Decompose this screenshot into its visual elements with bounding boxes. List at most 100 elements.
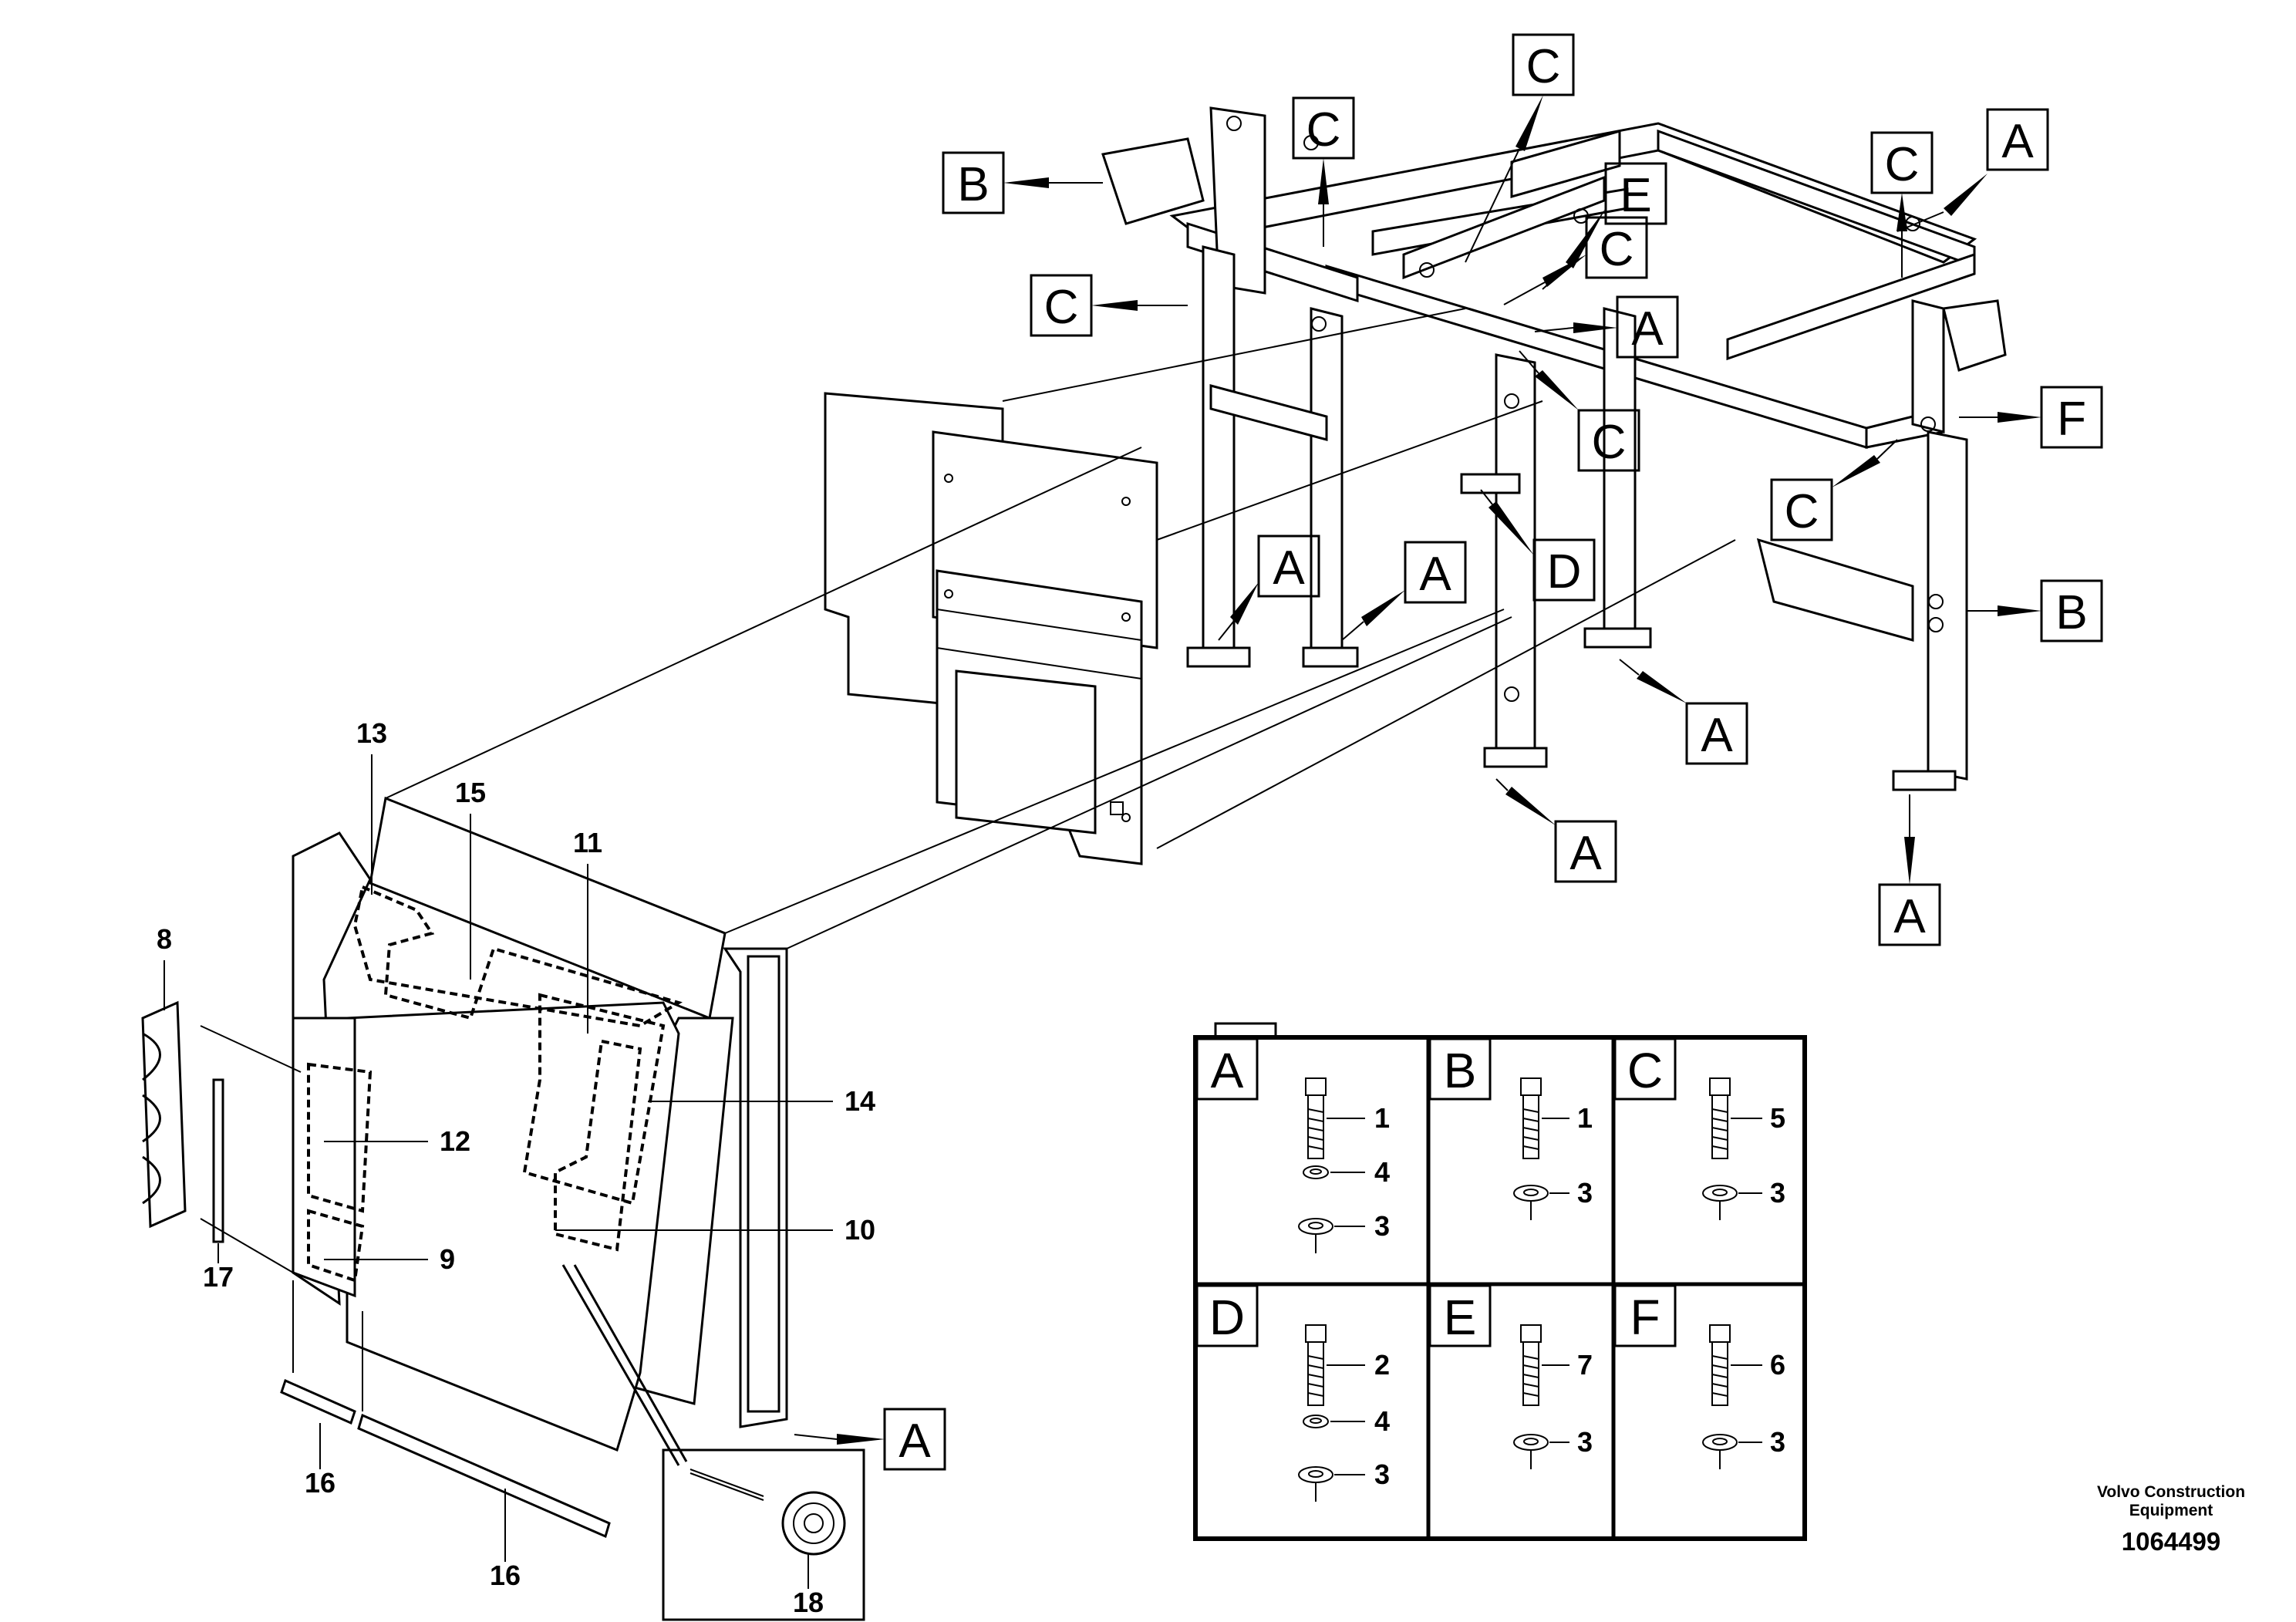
svg-text:B: B <box>2055 586 2087 639</box>
svg-text:4: 4 <box>1374 1405 1390 1437</box>
callouts: 8 9 10 11 12 13 14 15 <box>157 717 875 1618</box>
svg-text:A: A <box>1701 709 1733 762</box>
tag-e: E <box>1542 162 1667 290</box>
callout-12: 12 <box>324 1125 470 1157</box>
svg-text:3: 3 <box>1374 1458 1390 1490</box>
tag-c: C <box>1030 274 1188 337</box>
callout-label: 10 <box>845 1214 875 1246</box>
svg-text:A: A <box>1211 1043 1244 1098</box>
svg-text:A: A <box>1631 302 1664 356</box>
svg-text:C: C <box>1306 103 1341 157</box>
tag-a: A <box>1878 794 1941 946</box>
callout-13: 13 <box>356 717 387 895</box>
drawing-number: 1064499 <box>2121 1527 2221 1556</box>
svg-text:C: C <box>1044 281 1079 334</box>
svg-text:2: 2 <box>1374 1349 1390 1381</box>
callout-label: 14 <box>845 1085 875 1117</box>
callout-label: 16 <box>490 1560 521 1591</box>
kit-a: A 1 4 3 <box>1195 1037 1390 1253</box>
svg-text:F: F <box>2057 393 2086 446</box>
callout-label: 13 <box>356 717 387 749</box>
callout-label: 17 <box>203 1261 234 1293</box>
tag-c: C <box>1292 96 1355 247</box>
kit-b: B 1 3 <box>1428 1037 1593 1220</box>
tag-c: C <box>1465 33 1575 263</box>
callout-label: 9 <box>440 1243 455 1275</box>
svg-text:3: 3 <box>1577 1177 1593 1209</box>
tag-a: A <box>1619 659 1748 765</box>
svg-text:1: 1 <box>1577 1102 1593 1134</box>
tag-c: C <box>1770 439 1898 541</box>
callout-10: 10 <box>555 1214 875 1246</box>
svg-text:F: F <box>1630 1290 1660 1345</box>
back-panel-assembly <box>824 392 1158 865</box>
svg-text:1: 1 <box>1374 1102 1390 1134</box>
svg-text:D: D <box>1547 545 1582 599</box>
tag-c: C <box>1519 350 1640 472</box>
callout-label: 12 <box>440 1125 470 1157</box>
svg-text:E: E <box>1620 169 1651 222</box>
svg-text:C: C <box>1627 1043 1663 1098</box>
svg-text:3: 3 <box>1770 1426 1785 1458</box>
svg-text:A: A <box>899 1415 931 1468</box>
tag-a: A <box>1495 778 1617 883</box>
brand-name: Volvo Construction Equipment <box>2096 1483 2246 1519</box>
svg-text:7: 7 <box>1577 1349 1593 1381</box>
svg-text:4: 4 <box>1374 1156 1390 1188</box>
svg-text:C: C <box>1526 40 1561 93</box>
tag-b: B <box>942 151 1103 214</box>
callout-11: 11 <box>573 827 602 1034</box>
svg-text:3: 3 <box>1374 1210 1390 1242</box>
svg-text:5: 5 <box>1770 1102 1785 1134</box>
tag-a: A <box>1534 295 1679 359</box>
tag-c: C <box>1870 131 1934 278</box>
callout-16-right: 16 <box>490 1489 521 1591</box>
callout-17: 17 <box>203 1243 234 1293</box>
svg-text:E: E <box>1444 1290 1477 1345</box>
tag-a: A <box>1896 108 2049 232</box>
kit-d: D 2 4 3 <box>1195 1284 1390 1502</box>
callout-label: 16 <box>305 1467 335 1499</box>
svg-text:6: 6 <box>1770 1349 1785 1381</box>
svg-text:C: C <box>1592 416 1627 469</box>
tag-a: A <box>794 1408 946 1471</box>
svg-text:C: C <box>1785 485 1819 538</box>
svg-text:A: A <box>2001 115 2034 168</box>
canopy-frame <box>1101 106 2007 791</box>
svg-text:C: C <box>1885 138 1920 191</box>
callout-label: 15 <box>455 777 486 808</box>
svg-text:A: A <box>1893 890 1926 943</box>
kit-tags: A A A A A A <box>794 33 2103 1471</box>
callout-label: 11 <box>573 827 602 858</box>
svg-text:A: A <box>1273 541 1305 595</box>
callout-14: 14 <box>648 1085 875 1117</box>
svg-text:3: 3 <box>1770 1177 1785 1209</box>
callout-18: 18 <box>793 1554 824 1618</box>
svg-text:3: 3 <box>1577 1426 1593 1458</box>
callout-9: 9 <box>324 1243 455 1275</box>
callout-label: 18 <box>793 1587 824 1618</box>
front-panel-assembly <box>141 796 865 1621</box>
svg-text:D: D <box>1209 1290 1245 1345</box>
svg-text:A: A <box>1569 827 1602 880</box>
svg-text:A: A <box>1419 548 1451 601</box>
callout-16-left: 16 <box>305 1423 335 1499</box>
callout-label: 8 <box>157 923 172 955</box>
kit-f: F 6 3 <box>1613 1284 1785 1469</box>
kit-c: C 5 3 <box>1613 1037 1785 1220</box>
brand-block: Volvo Construction Equipment 1064499 <box>2086 1483 2256 1559</box>
svg-text:B: B <box>1444 1043 1477 1098</box>
svg-text:B: B <box>957 158 989 211</box>
kit-e: E 7 3 <box>1428 1284 1593 1469</box>
tag-b: B <box>1967 579 2103 642</box>
callout-8: 8 <box>157 923 172 1010</box>
tag-d: D <box>1480 489 1596 602</box>
assembly-lines <box>200 308 1736 1411</box>
callout-15: 15 <box>455 777 486 980</box>
tag-f: F <box>1959 386 2103 449</box>
tag-a: A <box>1218 534 1320 641</box>
fastener-kit-table: A 1 4 3 B 1 3 C <box>1193 1035 1807 1541</box>
tag-a: A <box>1341 541 1467 641</box>
svg-text:C: C <box>1600 223 1634 276</box>
